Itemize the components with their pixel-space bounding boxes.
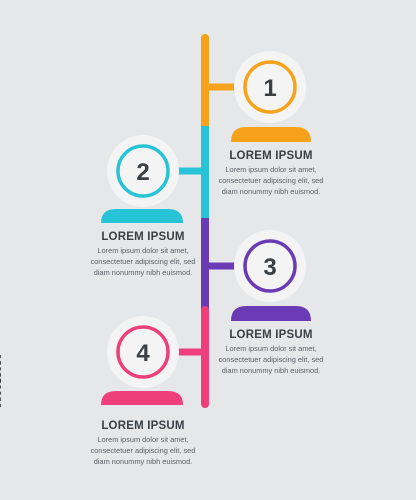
person-body-3	[231, 306, 311, 321]
step-description-3: Lorem ipsum dolor sit amet, consectetuer…	[206, 343, 336, 376]
step-description-line: Lorem ipsum dolor sit amet,	[97, 246, 189, 255]
step-description-line: diam nonummy nibh euismod.	[93, 457, 193, 466]
step-title-3: LOREM IPSUM	[229, 329, 313, 341]
step-description-line: diam nonummy nibh euismod.	[221, 366, 321, 375]
step-description-2: Lorem ipsum dolor sit amet, consectetuer…	[78, 245, 208, 278]
person-body-1	[231, 127, 311, 142]
step-description-line: Lorem ipsum dolor sit amet,	[97, 435, 189, 444]
step-ring-4	[116, 325, 170, 379]
step-number-4: 4	[136, 340, 150, 367]
step-description-line: diam nonummy nibh euismod.	[93, 268, 193, 277]
step-title-4: LOREM IPSUM	[101, 420, 185, 432]
step-ring-2	[116, 144, 170, 198]
stock-id-watermark: 980613036	[0, 353, 4, 408]
step-description-line: consectetuer adipiscing elit, sed	[218, 355, 324, 364]
step-description-line: consectetuer adipiscing elit, sed	[90, 446, 196, 455]
step-ring-3	[243, 239, 297, 293]
step-number-2: 2	[136, 159, 149, 186]
step-description-1: Lorem ipsum dolor sit amet, consectetuer…	[206, 164, 336, 197]
step-description-line: consectetuer adipiscing elit, sed	[90, 257, 196, 266]
step-number-1: 1	[263, 75, 276, 102]
step-description-4: Lorem ipsum dolor sit amet, consectetuer…	[78, 434, 208, 467]
step-description-line: diam nonummy nibh euismod.	[221, 187, 321, 196]
step-description-line: consectetuer adipiscing elit, sed	[218, 176, 324, 185]
step-number-3: 3	[263, 254, 276, 281]
person-body-2	[101, 209, 183, 223]
step-title-1: LOREM IPSUM	[229, 150, 313, 162]
step-title-2: LOREM IPSUM	[101, 231, 185, 243]
step-ring-1	[243, 60, 297, 114]
step-description-line: Lorem ipsum dolor sit amet,	[225, 344, 317, 353]
person-body-4	[101, 391, 183, 405]
step-description-line: Lorem ipsum dolor sit amet,	[225, 165, 317, 174]
